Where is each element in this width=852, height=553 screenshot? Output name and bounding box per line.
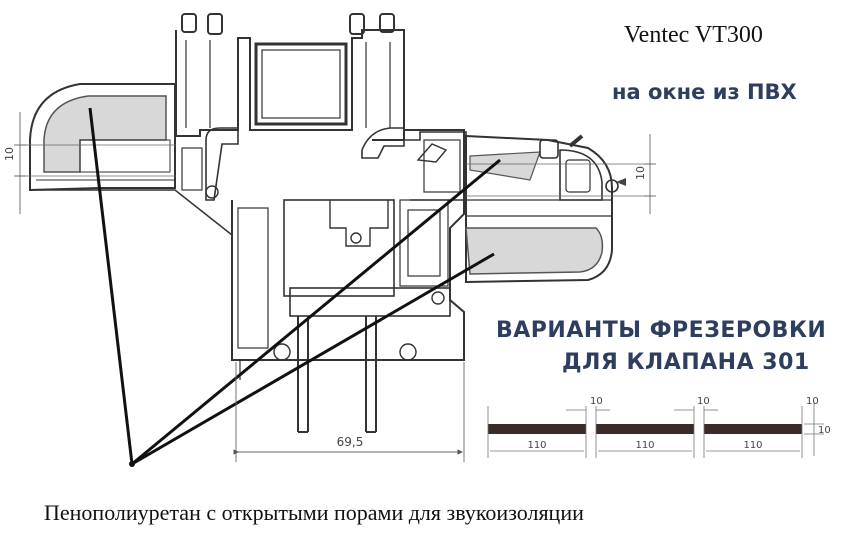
slot-3-gap: 10 bbox=[806, 396, 819, 407]
left-valve bbox=[18, 83, 233, 236]
right-foam-upper bbox=[469, 151, 541, 181]
slot-2 bbox=[596, 424, 694, 434]
slot-3 bbox=[704, 424, 802, 434]
milling-heading-line2: ДЛЯ КЛАПАНА 301 bbox=[562, 350, 810, 375]
arrow-icon bbox=[616, 178, 626, 186]
dim-left-offset-label: 10 bbox=[3, 147, 16, 161]
right-valve bbox=[465, 134, 652, 284]
pvc-profile bbox=[175, 13, 467, 433]
brand-title: Ventec VT300 bbox=[624, 22, 763, 48]
dim-right-offset-label: 10 bbox=[634, 166, 647, 180]
dim-profile-width-label: 69,5 bbox=[337, 435, 364, 449]
dim-profile-width bbox=[233, 362, 465, 462]
milling-heading-line1: ВАРИАНТЫ ФРЕЗЕРОВКИ bbox=[496, 318, 827, 343]
slot-2-length: 110 bbox=[635, 440, 654, 451]
subtitle: на окне из ПВХ bbox=[612, 80, 797, 104]
dim-left-offset bbox=[14, 112, 26, 214]
slot-1 bbox=[488, 424, 586, 434]
foam-pointer-lines bbox=[88, 107, 501, 467]
slot-2-gap: 10 bbox=[697, 396, 710, 407]
slot-1-gap: 10 bbox=[590, 396, 603, 407]
dim-right-offset bbox=[644, 134, 656, 214]
slot-3-length: 110 bbox=[743, 440, 762, 451]
slot-thickness: 10 bbox=[818, 425, 831, 436]
slot-1-length: 110 bbox=[527, 440, 546, 451]
milling-slots bbox=[487, 402, 824, 458]
right-foam-lower bbox=[465, 227, 604, 275]
foam-caption: Пенополиуретан с открытыми порами для зв… bbox=[44, 500, 584, 525]
